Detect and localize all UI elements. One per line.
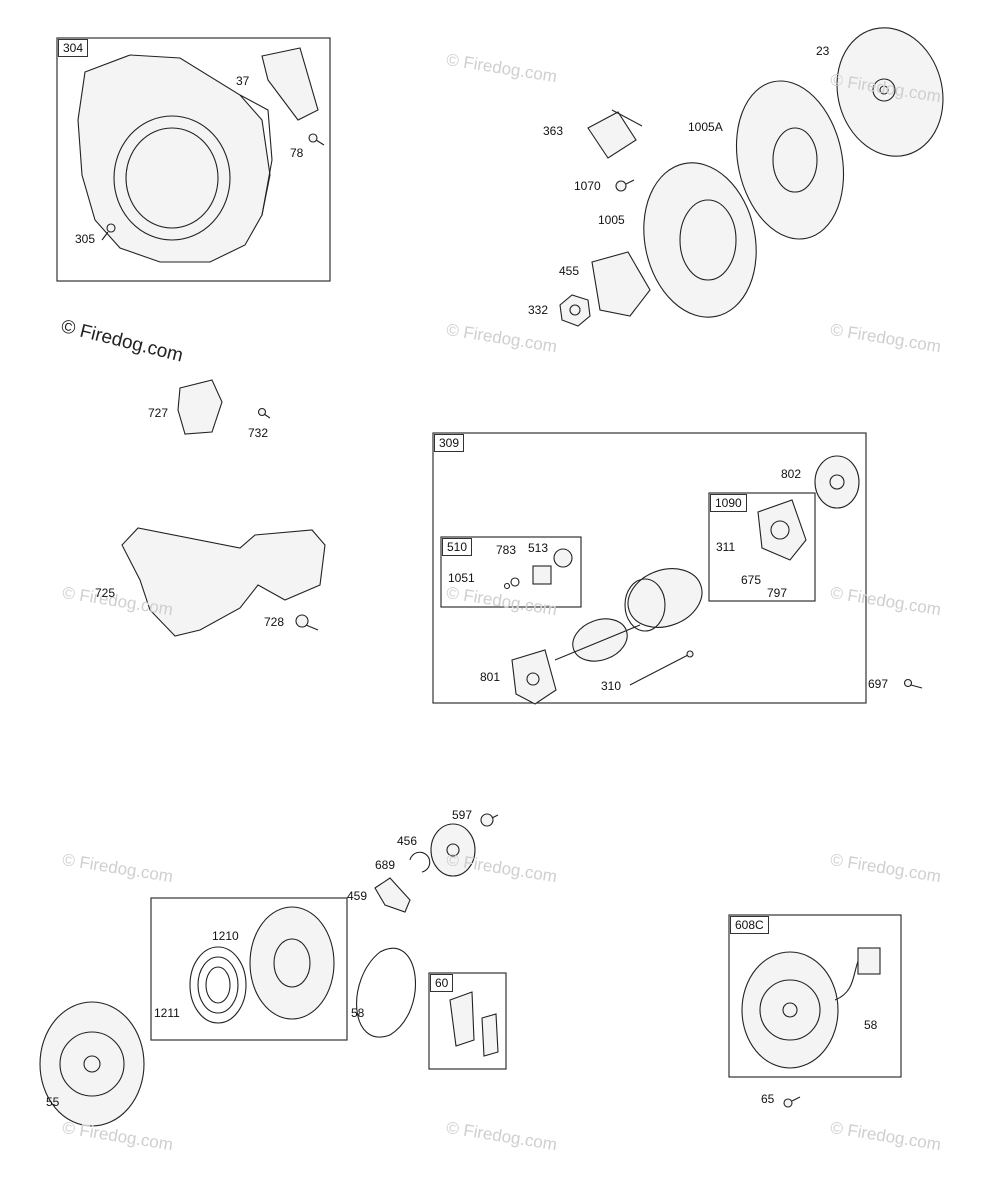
screw-1070 (615, 179, 635, 192)
part-label-801[interactable]: 801 (480, 670, 501, 684)
part-label-455[interactable]: 455 (559, 264, 580, 278)
blower-housing-304 (77, 54, 273, 263)
group-tag-60: 60 (430, 974, 454, 992)
screw-305 (101, 223, 116, 241)
part-label-1051[interactable]: 1051 (448, 571, 475, 585)
part-label-802[interactable]: 802 (781, 467, 802, 481)
cam-456 (430, 823, 476, 877)
screw-732 (257, 407, 271, 419)
group-tag-309: 309 (434, 434, 465, 452)
fan-1005 (643, 162, 757, 318)
part-label-1005a[interactable]: 1005A (688, 120, 723, 134)
flywheel-23 (836, 27, 944, 157)
group-1090-box (708, 492, 816, 602)
part-label-65[interactable]: 65 (761, 1092, 775, 1106)
bolt-310 (629, 650, 694, 686)
part-label-675[interactable]: 675 (741, 573, 762, 587)
part-label-363[interactable]: 363 (543, 124, 564, 138)
group-tag-304: 304 (58, 39, 89, 57)
rope-58 (356, 947, 417, 1038)
bracket-363 (587, 109, 643, 159)
nut-332 (559, 294, 591, 327)
screw-697 (903, 678, 923, 689)
group-510-box (440, 536, 582, 608)
housing-55 (39, 1001, 145, 1127)
screw-728 (295, 614, 319, 631)
part-label-58-608c[interactable]: 58 (864, 1018, 878, 1032)
part-label-783[interactable]: 783 (496, 543, 517, 557)
drive-510 (503, 548, 573, 590)
part-label-728[interactable]: 728 (264, 615, 285, 629)
part-label-797[interactable]: 797 (767, 586, 788, 600)
cover-727 (177, 379, 223, 435)
part-label-456[interactable]: 456 (397, 834, 418, 848)
part-label-332[interactable]: 332 (528, 303, 549, 317)
part-label-732[interactable]: 732 (248, 426, 269, 440)
plate-802 (814, 455, 860, 509)
screw-65 (783, 1096, 801, 1108)
spring-1211 (189, 946, 247, 1024)
part-label-78[interactable]: 78 (290, 146, 304, 160)
part-label-1070[interactable]: 1070 (574, 179, 601, 193)
part-label-697[interactable]: 697 (868, 677, 889, 691)
fan-1005a (735, 80, 845, 240)
part-label-55[interactable]: 55 (46, 1095, 60, 1109)
part-label-58[interactable]: 58 (351, 1006, 365, 1020)
part-label-513[interactable]: 513 (528, 541, 549, 555)
part-label-727[interactable]: 727 (148, 406, 169, 420)
part-label-310[interactable]: 310 (601, 679, 622, 693)
shroud-725 (121, 527, 326, 637)
group-tag-510: 510 (442, 538, 473, 556)
part-label-1005[interactable]: 1005 (598, 213, 625, 227)
part-label-725[interactable]: 725 (95, 586, 116, 600)
part-label-689[interactable]: 689 (375, 858, 396, 872)
part-label-1211[interactable]: 1211 (154, 1006, 180, 1020)
group-1210-box (150, 897, 348, 1041)
handle-60 (449, 991, 499, 1057)
brush-assembly-1090 (757, 499, 807, 561)
cup-455 (591, 251, 651, 317)
group-60-box (428, 972, 507, 1070)
part-label-305[interactable]: 305 (75, 232, 96, 246)
part-label-23[interactable]: 23 (816, 44, 830, 58)
screw-78 (308, 133, 325, 146)
ring-689 (409, 851, 431, 873)
pulley-1210 (249, 906, 335, 1020)
dog-459 (374, 877, 411, 913)
screw-597 (480, 813, 499, 827)
end-cap-801 (511, 649, 557, 705)
motor-housing (624, 568, 703, 632)
starter-608c (741, 947, 881, 1069)
part-label-1210[interactable]: 1210 (212, 929, 239, 943)
group-608c-box (728, 914, 902, 1078)
group-tag-1090: 1090 (710, 494, 747, 512)
armature (554, 618, 641, 662)
group-tag-608c: 608C (730, 916, 769, 934)
part-label-311[interactable]: 311 (716, 540, 736, 554)
part-label-597[interactable]: 597 (452, 808, 473, 822)
group-309-box (432, 432, 867, 704)
part-label-459[interactable]: 459 (347, 889, 368, 903)
shield-37 (261, 47, 319, 121)
group-304-box (56, 37, 331, 282)
part-label-37[interactable]: 37 (236, 74, 250, 88)
